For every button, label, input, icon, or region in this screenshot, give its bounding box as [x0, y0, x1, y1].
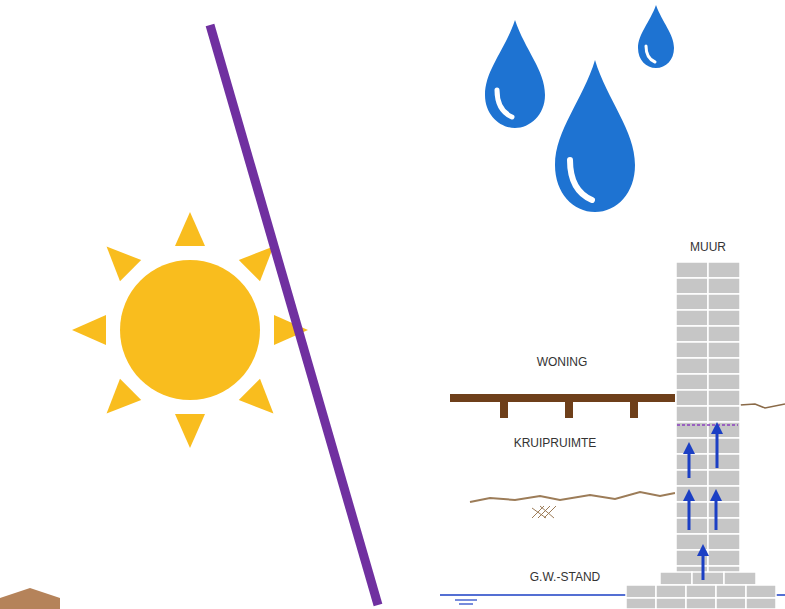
brick [708, 550, 740, 566]
brick [676, 406, 708, 422]
brick [708, 486, 740, 502]
brick [746, 598, 776, 609]
brick [676, 294, 708, 310]
brick [708, 342, 740, 358]
crawlspace-ground [470, 492, 675, 502]
floor-beam [450, 394, 675, 418]
brick [676, 326, 708, 342]
brick [660, 572, 692, 585]
brick [708, 358, 740, 374]
diagram-label: MUUR [688, 240, 728, 254]
sun-ray [239, 247, 274, 282]
brick [676, 374, 708, 390]
brick [676, 454, 708, 470]
water-drops [485, 5, 674, 212]
water-level-symbol [455, 600, 477, 604]
ground-line [740, 404, 785, 408]
brick [708, 454, 740, 470]
brick [676, 502, 708, 518]
moisture-level [677, 424, 738, 426]
brick [708, 518, 740, 534]
brick [676, 534, 708, 550]
sun-ray [107, 247, 142, 282]
diagram-label: WONING [535, 355, 590, 369]
brick [656, 585, 686, 598]
brick [676, 470, 708, 486]
brick [656, 598, 686, 609]
brick [692, 572, 724, 585]
sun-ray [72, 315, 106, 345]
brick [708, 326, 740, 342]
brick [708, 390, 740, 406]
brick [708, 294, 740, 310]
sun [120, 260, 260, 400]
brick [716, 598, 746, 609]
brick [626, 585, 656, 598]
sun-ray [107, 379, 142, 414]
diagram-label: G.W.-STAND [528, 570, 602, 584]
sun-ray [175, 212, 205, 246]
brick [708, 262, 740, 278]
brick [676, 358, 708, 374]
brick [708, 502, 740, 518]
brick [676, 518, 708, 534]
brick-wall [626, 262, 776, 609]
brick [626, 598, 656, 609]
brick [708, 374, 740, 390]
soil-hatch [532, 506, 556, 518]
brick [676, 390, 708, 406]
brick [708, 406, 740, 422]
brick [708, 534, 740, 550]
brick [676, 438, 708, 454]
brick [708, 278, 740, 294]
brick [708, 470, 740, 486]
sun-ray [239, 379, 274, 414]
brick [676, 342, 708, 358]
house-fragment [0, 588, 60, 609]
brick [676, 310, 708, 326]
diagram-label: KRUIPRUIMTE [512, 436, 599, 450]
brick [724, 572, 756, 585]
brick [716, 585, 746, 598]
brick [686, 598, 716, 609]
brick [708, 310, 740, 326]
brick [676, 278, 708, 294]
brick [746, 585, 776, 598]
divider-line [210, 25, 378, 605]
brick [676, 262, 708, 278]
sun-ray [175, 414, 205, 448]
brick [686, 585, 716, 598]
brick [676, 486, 708, 502]
brick [708, 438, 740, 454]
rising-damp-arrows [689, 428, 717, 580]
